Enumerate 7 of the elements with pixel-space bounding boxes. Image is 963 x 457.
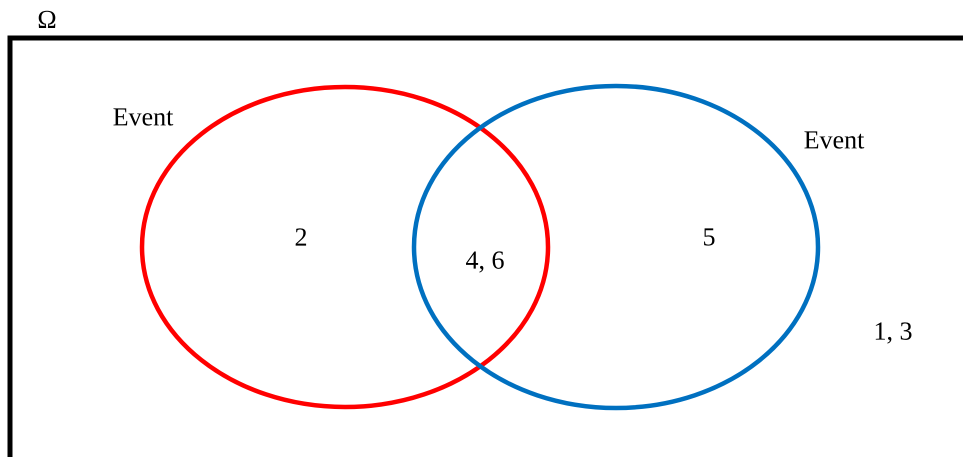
outcome-label: 2	[296, 228, 306, 246]
outcome-label: 4, 6	[466, 251, 504, 273]
outcome-label: 1, 3	[876, 322, 912, 344]
event-label: Event	[804, 131, 864, 149]
set-label: Ω	[38, 10, 56, 28]
event-label: Event	[113, 108, 174, 126]
outcome-label: 5	[704, 228, 714, 246]
